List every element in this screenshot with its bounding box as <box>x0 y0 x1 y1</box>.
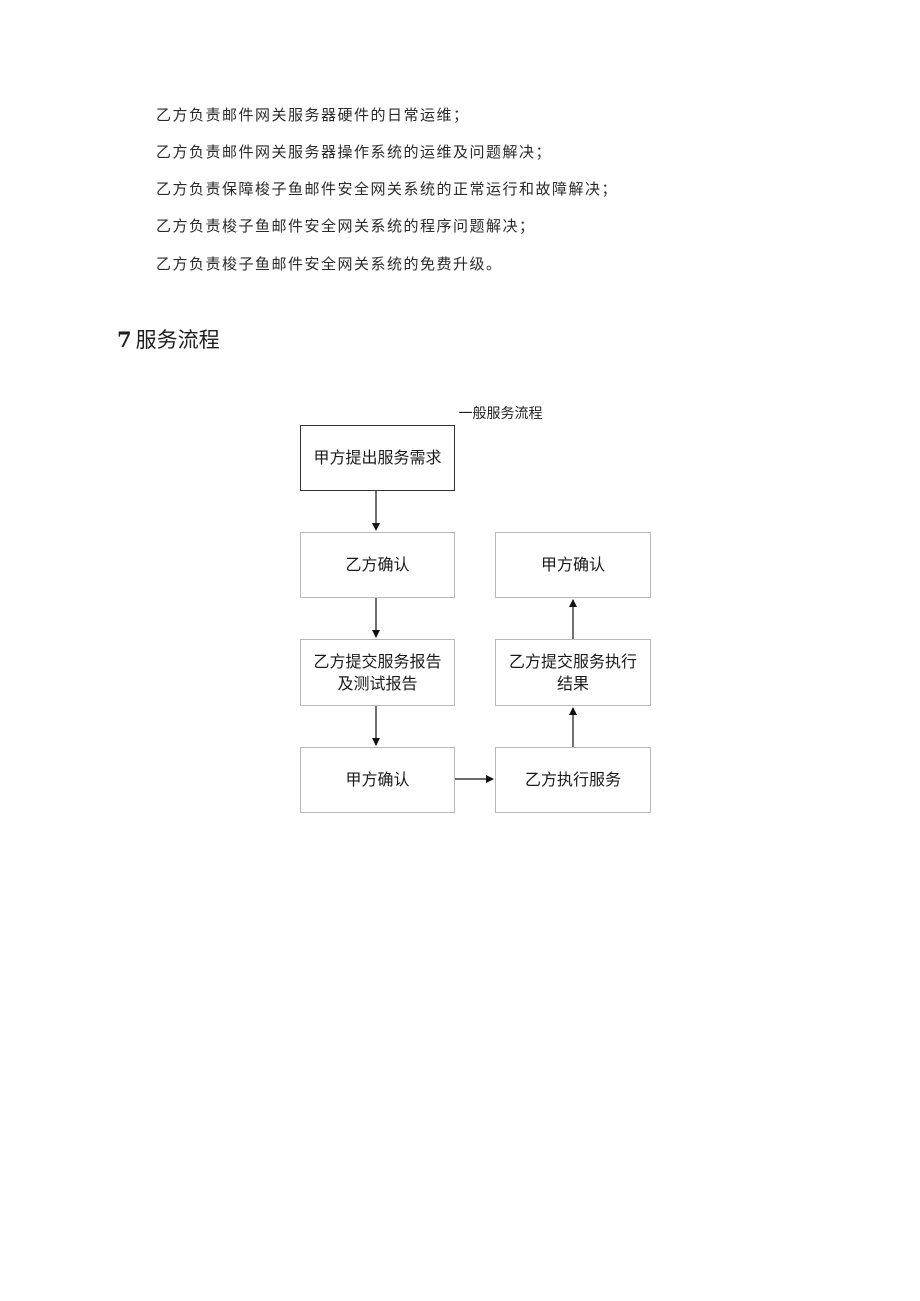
responsibility-item-upgrade: 乙方负责梭子鱼邮件安全网关系统的免费升级。 <box>156 255 503 273</box>
flow-step-label: 乙方执行服务 <box>524 770 621 789</box>
flow-step-label: 甲方确认 <box>540 555 605 574</box>
section-number: 7 <box>117 327 132 352</box>
flow-step-label: 甲方提出服务需求 <box>313 448 442 467</box>
flow-step-client-confirm-result: 甲方确认 <box>495 532 651 598</box>
flow-step-label: 甲方确认 <box>345 770 410 789</box>
flow-step-client-request: 甲方提出服务需求 <box>300 425 455 491</box>
responsibility-item-os: 乙方负责邮件网关服务器操作系统的运维及问题解决； <box>156 143 553 161</box>
flow-step-label: 乙方提交服务执行结果 <box>509 651 638 693</box>
flow-step-vendor-submit-report: 乙方提交服务报告及测试报告 <box>300 639 455 706</box>
flow-step-label: 乙方确认 <box>345 555 410 574</box>
flow-step-vendor-confirm: 乙方确认 <box>300 532 455 598</box>
flow-step-client-confirm-report: 甲方确认 <box>300 747 455 813</box>
flow-step-vendor-execute: 乙方执行服务 <box>495 747 651 813</box>
flow-step-vendor-submit-result: 乙方提交服务执行结果 <box>495 639 651 706</box>
flowchart-title: 一般服务流程 <box>458 406 543 422</box>
responsibility-item-program: 乙方负责梭子鱼邮件安全网关系统的程序问题解决； <box>156 217 536 235</box>
responsibility-item-hardware: 乙方负责邮件网关服务器硬件的日常运维； <box>156 106 470 124</box>
responsibility-item-operation: 乙方负责保障梭子鱼邮件安全网关系统的正常运行和故障解决； <box>156 180 619 198</box>
section-title: 服务流程 <box>135 328 220 352</box>
flow-step-label: 乙方提交服务报告及测试报告 <box>313 651 442 693</box>
